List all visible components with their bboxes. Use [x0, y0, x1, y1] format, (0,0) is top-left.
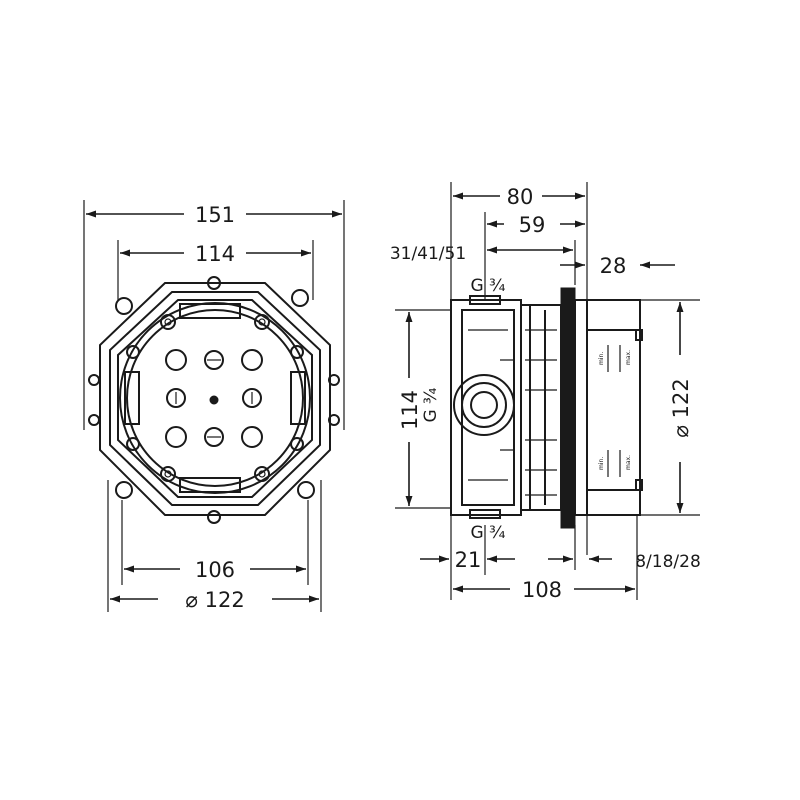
front-view: 151 114: [83, 200, 345, 612]
mark-min-top: min.: [598, 352, 605, 365]
dim-31-41-51-label: 31/41/51: [390, 244, 466, 264]
dimension-8-18-28: 8/18/28: [548, 552, 701, 572]
mark-max-bottom: max.: [625, 455, 632, 470]
dimension-31-41-51: 31/41/51: [390, 244, 573, 264]
dimension-151: 151: [86, 203, 342, 227]
dim-114-label: 114: [195, 242, 235, 266]
dimension-80: 80: [453, 185, 585, 209]
dim-59-label: 59: [519, 213, 546, 237]
dim-80-label: 80: [507, 185, 534, 209]
dimension-106: 106: [124, 558, 306, 582]
dimension-28: 28: [560, 254, 675, 278]
dimension-114-front: 114: [120, 242, 311, 266]
dimension-diameter-122-side: ⌀ 122: [669, 302, 693, 513]
dim-151-label: 151: [195, 203, 235, 227]
box-side-body: min. max. min. max.: [450, 287, 643, 529]
dimension-108: 108: [453, 578, 635, 602]
dim-21-label: 21: [455, 548, 482, 572]
dim-diameter-122-label: ⌀ 122: [185, 588, 244, 612]
dimension-diameter-122-front: ⌀ 122: [110, 588, 319, 612]
dim-114-side-label: 114: [398, 390, 422, 430]
thread-bottom-label: G ¾: [470, 523, 505, 543]
dim-28-label: 28: [600, 254, 627, 278]
thread-side-label: G ¾: [421, 387, 441, 422]
dim-108-label: 108: [522, 578, 562, 602]
dimension-59: 59: [487, 213, 585, 237]
side-view: 80 59 31/41/51 28 G ¾ G ¾ G ¾ 114: [390, 182, 701, 602]
box-front-body: [88, 276, 340, 524]
dimension-114-side: 114: [398, 312, 422, 506]
dimension-21: 21: [420, 548, 515, 572]
dim-106-label: 106: [195, 558, 235, 582]
thread-top-label: G ¾: [470, 276, 505, 296]
dim-diameter-122-side-label: ⌀ 122: [669, 378, 693, 437]
mark-max-top: max.: [625, 350, 632, 365]
dim-8-18-28-label: 8/18/28: [635, 552, 701, 572]
mark-min-bottom: min.: [598, 457, 605, 470]
